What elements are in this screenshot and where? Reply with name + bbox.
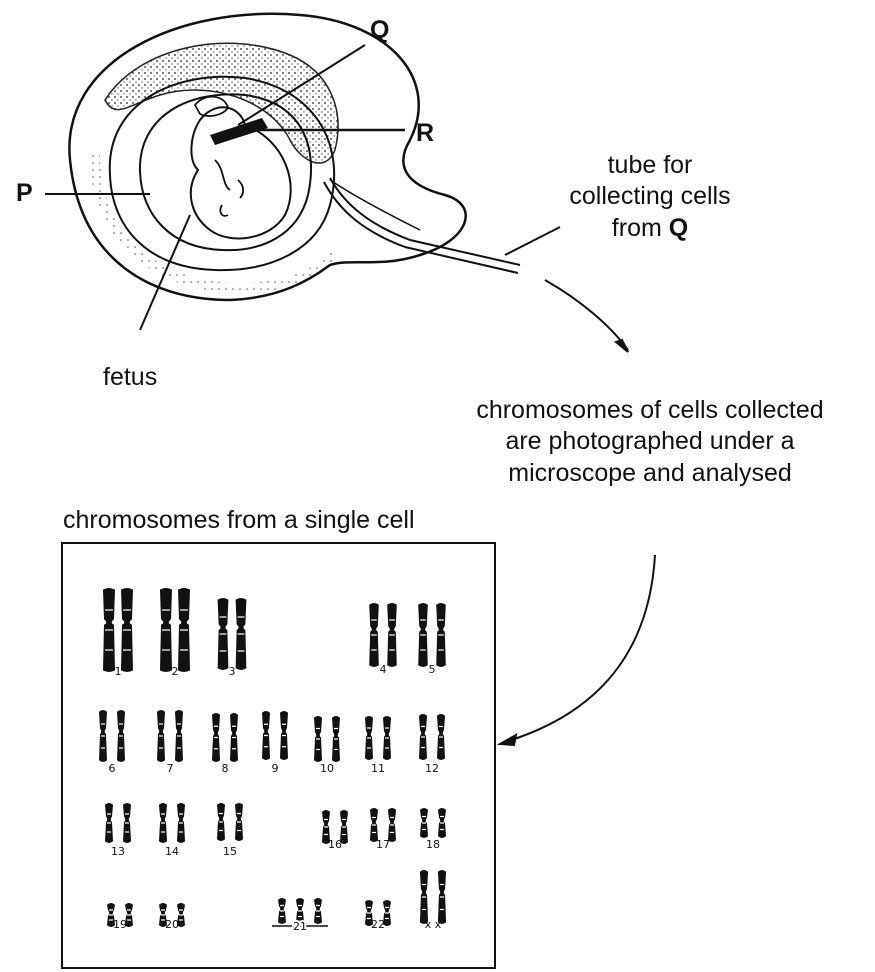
- chromosome-number: 4: [380, 663, 387, 676]
- chromosome-pair: 13: [106, 804, 131, 859]
- chromosome-number: 10: [320, 762, 334, 775]
- chromosome-pair: 3: [218, 599, 246, 679]
- chromosome-pair: 7: [158, 711, 183, 776]
- chromosome-number: 14: [165, 845, 179, 858]
- chromosome-number: 7: [167, 762, 174, 775]
- chromosome-pair: 21: [272, 899, 328, 934]
- chromosome-number: 9: [272, 762, 279, 775]
- chromosome-number: 18: [426, 838, 440, 851]
- chromosome-number: x x: [425, 918, 442, 931]
- chromosome-number: 8: [222, 762, 229, 775]
- chromosome-pair: 14: [160, 804, 185, 859]
- chromosome-number: 16: [328, 838, 342, 851]
- chromosome-pair: 16: [323, 811, 348, 852]
- chromosome-pair: 5: [419, 604, 446, 677]
- chromosome-pair: 17: [371, 809, 396, 852]
- chromosome-pair: 2: [161, 589, 190, 679]
- chromosome-pair: 9: [263, 712, 288, 776]
- chromosome-number: 1: [115, 665, 122, 678]
- chromosome-pair: x x: [420, 871, 445, 932]
- chromosome-pair: 15: [218, 804, 243, 859]
- chromosome-number: 20: [165, 918, 179, 931]
- chromosome-pair: 22: [366, 901, 391, 932]
- chromosome-number: 3: [229, 665, 236, 678]
- chromosome-number: 21: [293, 920, 307, 933]
- chromosome-pair: 6: [100, 711, 125, 776]
- chromosome-pair: 12: [420, 715, 445, 776]
- chromosome-pair: 4: [370, 604, 397, 677]
- chromosome-pair: 18: [421, 809, 446, 852]
- chromosome-pair: 8: [213, 714, 238, 776]
- chromosome-number: 15: [223, 845, 237, 858]
- chromosome-number: 11: [371, 762, 385, 775]
- chromosome-number: 2: [172, 665, 179, 678]
- chromosome-pair: 20: [160, 904, 185, 932]
- chromosome-pair: 11: [366, 717, 391, 776]
- chromosome-number: 13: [111, 845, 125, 858]
- chromosome-pair: 10: [315, 717, 340, 776]
- chromosome-pair: 1: [104, 589, 133, 679]
- chromosome-number: 19: [113, 918, 127, 931]
- chromosome-number: 6: [109, 762, 116, 775]
- chromosome-pair: 19: [108, 904, 133, 932]
- chromosome-number: 12: [425, 762, 439, 775]
- chromosome-number: 17: [376, 838, 390, 851]
- chromosome-number: 5: [429, 663, 436, 676]
- chromosome-number: 22: [371, 918, 385, 931]
